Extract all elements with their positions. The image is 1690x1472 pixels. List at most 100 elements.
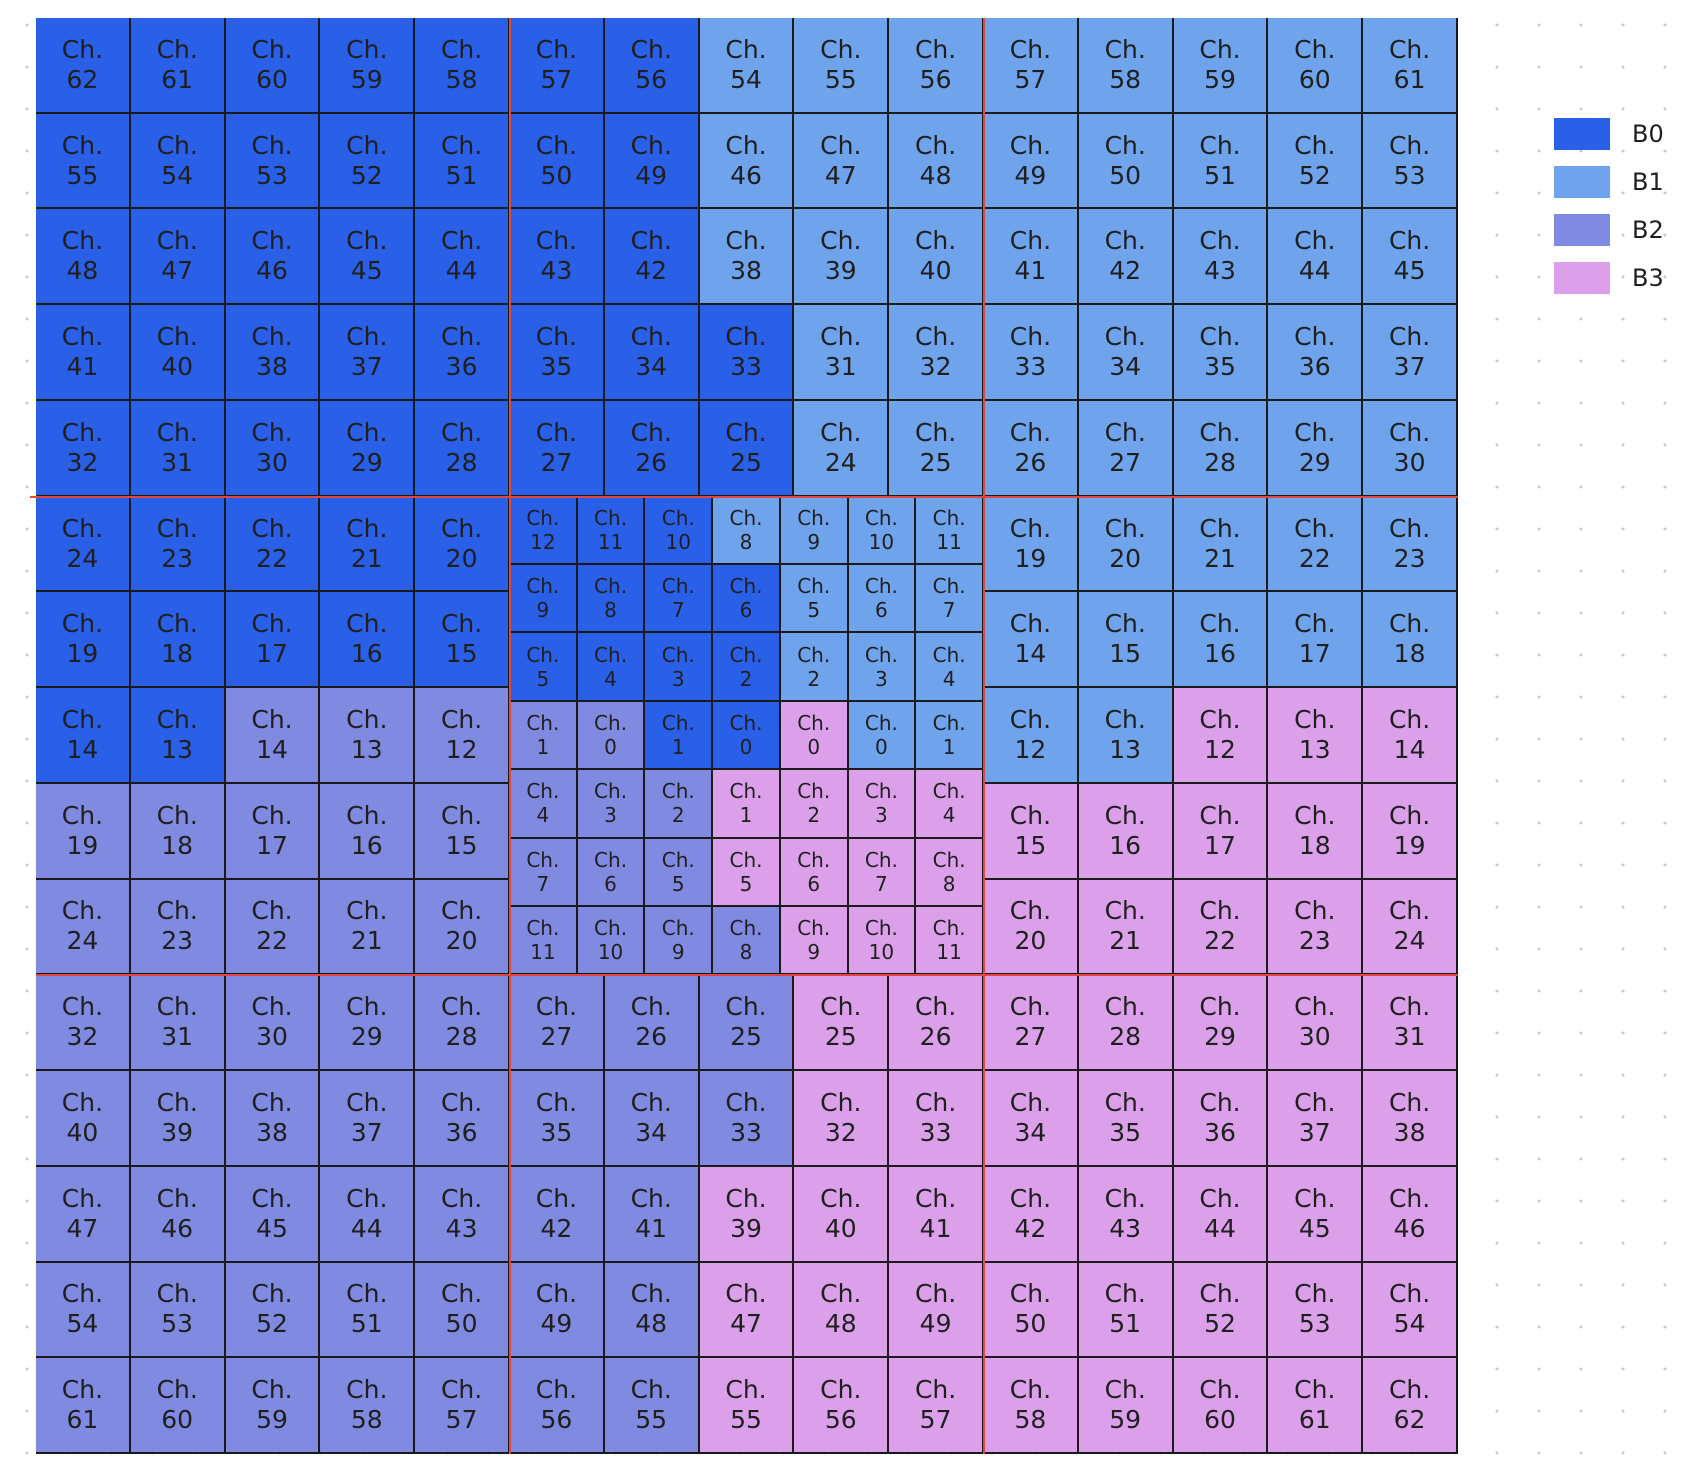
inner-channel-cell: Ch. 10 xyxy=(645,496,714,566)
outer-channel-cell: Ch. 15 xyxy=(415,592,510,689)
outer-channel-cell: Ch. 16 xyxy=(1173,592,1269,689)
outer-channel-cell: Ch. 14 xyxy=(1363,688,1458,784)
channel-label: Ch. 54 xyxy=(61,1279,104,1339)
channel-label: Ch. 34 xyxy=(1009,1087,1052,1147)
outer-channel-cell: Ch. 61 xyxy=(36,1358,131,1454)
channel-label: Ch. 46 xyxy=(725,130,767,190)
outer-channel-cell: Ch. 40 xyxy=(889,209,984,306)
channel-label: Ch. 15 xyxy=(440,609,483,669)
outer-channel-cell: Ch. 35 xyxy=(1173,305,1269,401)
legend-swatch xyxy=(1554,118,1610,150)
channel-label: Ch. 42 xyxy=(1104,226,1146,286)
channel-label: Ch. 0 xyxy=(864,710,898,759)
outer-channel-cell: Ch. 21 xyxy=(1078,879,1174,976)
channel-label: Ch. 20 xyxy=(1104,513,1146,573)
inner-channel-cell: Ch. 8 xyxy=(713,906,781,976)
outer-channel-cell: Ch. 43 xyxy=(1078,1166,1174,1263)
outer-channel-cell: Ch. 36 xyxy=(1173,1071,1269,1167)
channel-label: Ch. 8 xyxy=(729,916,763,965)
outer-channel-cell: Ch. 26 xyxy=(984,400,1079,497)
outer-channel-cell: Ch. 50 xyxy=(415,1262,510,1359)
channel-label: Ch. 53 xyxy=(1388,130,1431,190)
inner-channel-cell: Ch. 10 xyxy=(848,906,917,976)
outer-channel-cell: Ch. 62 xyxy=(36,18,131,114)
inner-channel-cell: Ch. 7 xyxy=(645,565,714,634)
channel-label: Ch. 56 xyxy=(820,1375,862,1435)
channel-label: Ch. 61 xyxy=(1388,34,1431,94)
channel-label: Ch. 26 xyxy=(914,992,957,1052)
channel-label: Ch. 1 xyxy=(932,710,966,759)
outer-channel-cell: Ch. 20 xyxy=(415,879,510,976)
legend-label: B2 xyxy=(1632,216,1664,244)
channel-label: Ch. 35 xyxy=(535,1087,578,1147)
channel-label: Ch. 2 xyxy=(661,779,695,828)
outer-channel-cell: Ch. 25 xyxy=(889,400,984,497)
outer-channel-cell: Ch. 12 xyxy=(1173,688,1269,784)
channel-label: Ch. 48 xyxy=(820,1279,862,1339)
channel-label: Ch. 30 xyxy=(251,417,293,477)
channel-label: Ch. 32 xyxy=(61,417,104,477)
channel-label: Ch. 37 xyxy=(1388,322,1431,382)
outer-channel-cell: Ch. 24 xyxy=(1363,879,1458,976)
outer-channel-cell: Ch. 20 xyxy=(984,879,1079,976)
inner-channel-cell: Ch. 0 xyxy=(577,701,646,771)
channel-label: Ch. 45 xyxy=(251,1183,293,1243)
channel-label: Ch. 29 xyxy=(346,417,388,477)
channel-label: Ch. 32 xyxy=(914,322,957,382)
channel-label: Ch. 58 xyxy=(346,1375,388,1435)
channel-label: Ch. 57 xyxy=(914,1375,957,1435)
outer-channel-cell: Ch. 28 xyxy=(415,400,510,497)
channel-label: Ch. 21 xyxy=(1104,896,1146,956)
outer-channel-cell: Ch. 34 xyxy=(984,1071,1079,1167)
outer-channel-cell: Ch. 56 xyxy=(510,1358,605,1454)
outer-channel-cell: Ch. 61 xyxy=(1268,1358,1364,1454)
outer-channel-cell: Ch. 54 xyxy=(699,18,795,114)
outer-channel-cell: Ch. 39 xyxy=(699,1166,795,1263)
outer-channel-cell: Ch. 17 xyxy=(1173,783,1269,880)
outer-channel-cell: Ch. 24 xyxy=(36,879,131,976)
channel-label: Ch. 42 xyxy=(1009,1183,1052,1243)
channel-label: Ch. 50 xyxy=(535,130,578,190)
channel-label: Ch. 20 xyxy=(440,513,483,573)
outer-channel-cell: Ch. 33 xyxy=(984,305,1079,401)
channel-label: Ch. 10 xyxy=(864,505,898,554)
channel-label: Ch. 52 xyxy=(1199,1279,1241,1339)
channel-label: Ch. 55 xyxy=(820,34,862,94)
inner-channel-cell: Ch. 4 xyxy=(916,770,984,839)
outer-channel-cell: Ch. 53 xyxy=(130,1262,226,1359)
outer-channel-cell: Ch. 22 xyxy=(225,879,321,976)
channel-label: Ch. 40 xyxy=(820,1183,862,1243)
outer-channel-cell: Ch. 48 xyxy=(604,1262,700,1359)
outer-channel-cell: Ch. 24 xyxy=(36,496,131,593)
outer-channel-cell: Ch. 25 xyxy=(699,975,795,1072)
channel-label: Ch. 14 xyxy=(251,704,293,764)
outer-channel-cell: Ch. 41 xyxy=(984,209,1079,306)
channel-label: Ch. 33 xyxy=(725,1087,767,1147)
channel-label: Ch. 14 xyxy=(61,704,104,764)
channel-label: Ch. 21 xyxy=(346,896,388,956)
channel-label: Ch. 33 xyxy=(1009,322,1052,382)
channel-label: Ch. 56 xyxy=(535,1375,578,1435)
channel-label: Ch. 13 xyxy=(1104,704,1146,764)
outer-channel-cell: Ch. 27 xyxy=(1078,400,1174,497)
channel-label: Ch. 29 xyxy=(346,992,388,1052)
channel-label: Ch. 48 xyxy=(61,226,104,286)
inner-channel-cell: Ch. 5 xyxy=(713,838,781,907)
channel-label: Ch. 44 xyxy=(440,226,483,286)
inner-channel-cell: Ch. 1 xyxy=(510,701,578,771)
channel-label: Ch. 35 xyxy=(1199,322,1241,382)
outer-channel-cell: Ch. 43 xyxy=(510,209,605,306)
channel-label: Ch. 17 xyxy=(1199,800,1241,860)
outer-channel-cell: Ch. 32 xyxy=(36,400,131,497)
outer-channel-cell: Ch. 31 xyxy=(1363,975,1458,1072)
channel-label: Ch. 31 xyxy=(1388,992,1431,1052)
inner-channel-cell: Ch. 8 xyxy=(916,838,984,907)
inner-channel-cell: Ch. 5 xyxy=(510,633,578,702)
inner-channel-cell: Ch. 9 xyxy=(510,565,578,634)
outer-channel-cell: Ch. 16 xyxy=(1078,783,1174,880)
channel-label: Ch. 29 xyxy=(1199,992,1241,1052)
channel-label: Ch. 38 xyxy=(725,226,767,286)
inner-channel-cell: Ch. 0 xyxy=(848,701,917,771)
outer-channel-cell: Ch. 17 xyxy=(1268,592,1364,689)
channel-label: Ch. 49 xyxy=(1009,130,1052,190)
